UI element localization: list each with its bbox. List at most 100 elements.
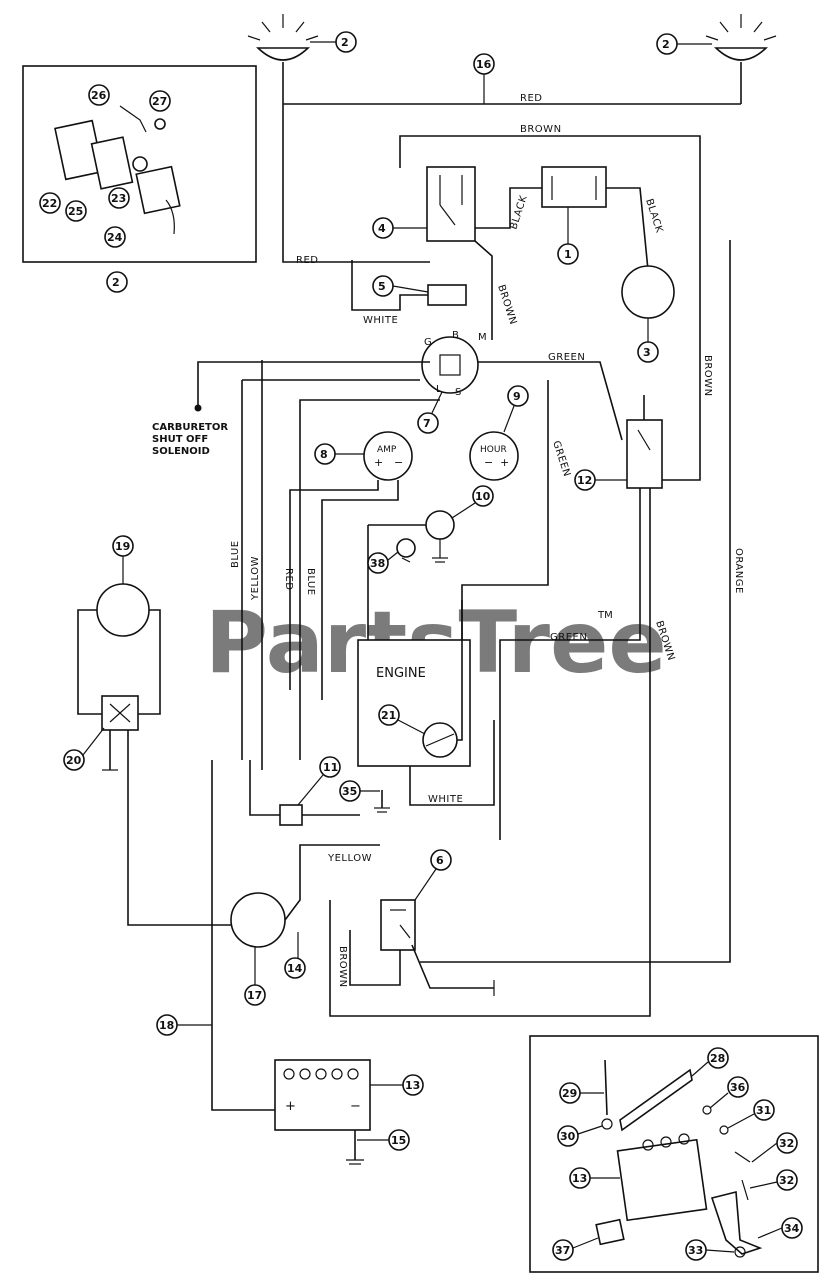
wire-rect-starter	[127, 730, 232, 926]
light-parts	[54, 105, 181, 235]
callout-2c: 2	[112, 276, 120, 289]
inset-light-assembly	[22, 65, 257, 263]
callout-7: 7	[423, 417, 431, 430]
lamp-38	[396, 538, 416, 558]
callout-28: 28	[710, 1052, 725, 1065]
ign-m: M	[478, 332, 487, 343]
callout-23: 23	[111, 192, 126, 205]
callout-18: 18	[159, 1019, 174, 1032]
wire-label-blue-low: BLUE	[305, 568, 316, 596]
callout-19: 19	[115, 540, 130, 553]
callout-37: 37	[555, 1244, 570, 1257]
carb-line1: CARBURETOR	[152, 422, 228, 433]
callout-34: 34	[784, 1222, 800, 1235]
callout-32b: 32	[779, 1174, 794, 1187]
callout-13b: 13	[572, 1172, 587, 1185]
callout-31: 31	[756, 1104, 771, 1117]
wire-label-brown-mid: BROWN	[495, 284, 518, 327]
inset-battery-assembly	[529, 1035, 819, 1273]
carb-line3: SOLENOID	[152, 446, 210, 457]
wire-label-green-low: GREEN	[550, 632, 587, 643]
wire-relay11	[249, 760, 280, 816]
callout-2b: 2	[662, 38, 670, 51]
wire-black-left	[475, 187, 542, 229]
callout-3: 3	[643, 346, 651, 359]
hour-minus: −	[484, 456, 493, 469]
callout-17: 17	[247, 989, 262, 1002]
wire-blue-low	[321, 480, 399, 700]
wire-label-blue: BLUE	[230, 540, 241, 568]
wire-brown-right	[662, 232, 701, 481]
wire-label-brown-bottom: BROWN	[337, 946, 348, 988]
callout-29: 29	[562, 1087, 577, 1100]
wire-18	[211, 760, 282, 1111]
callout-36: 36	[730, 1081, 746, 1094]
wire-19-left	[77, 609, 102, 715]
callout-14: 14	[287, 962, 303, 975]
wire-white-engine	[409, 720, 495, 806]
carb-solenoid-dot	[194, 404, 202, 412]
callout-11: 11	[323, 761, 338, 774]
wire-19-right	[138, 609, 161, 715]
headlight-right	[705, 14, 777, 104]
wire-label-yellow-bottom: YELLOW	[327, 853, 372, 864]
wire-sol-ground	[411, 944, 494, 989]
callout-22: 22	[42, 197, 57, 210]
switch-12	[626, 419, 663, 489]
callout-16: 16	[476, 58, 492, 71]
wire-engine-in	[457, 600, 463, 741]
hour-plus: +	[500, 456, 509, 469]
wire-ign-down	[299, 399, 440, 760]
battery-13	[274, 1059, 371, 1131]
wire-label-green-mid: GREEN	[550, 440, 572, 479]
headlight-left	[247, 14, 319, 190]
callout-4: 4	[378, 222, 386, 235]
amp-meter	[363, 431, 413, 481]
ign-g: G	[424, 337, 432, 348]
callout-32a: 32	[779, 1137, 794, 1150]
wire-brown-top	[399, 135, 701, 232]
carb-line2: SHUT OFF	[152, 434, 208, 445]
wire-brown-mid	[474, 240, 493, 340]
callout-8: 8	[320, 448, 328, 461]
callout-33: 33	[688, 1244, 703, 1257]
callout-27: 27	[152, 95, 167, 108]
wire-label-black-right: BLACK	[643, 198, 664, 235]
amp-label: AMP	[377, 445, 397, 455]
amp-plus: +	[374, 456, 383, 469]
callout-24: 24	[107, 231, 123, 244]
battery-parts	[595, 1059, 763, 1258]
relay-switch	[426, 166, 476, 242]
solenoid-6	[380, 899, 416, 951]
wire-red-low	[289, 480, 379, 690]
wire-black-right	[606, 187, 649, 271]
wire-green-low	[499, 488, 641, 840]
callout-20: 20	[66, 754, 82, 767]
wire-label-black-left: BLACK	[508, 194, 529, 231]
callout-25: 25	[68, 205, 83, 218]
wire-orange	[420, 240, 731, 963]
wire-label-brown-top: BROWN	[520, 124, 562, 135]
callout-35: 35	[342, 785, 357, 798]
amp-minus: −	[394, 456, 403, 469]
ignition-switch	[421, 336, 479, 394]
wire-label-white-key: WHITE	[363, 315, 398, 326]
connector-1	[541, 166, 607, 208]
callout-30: 30	[560, 1130, 576, 1143]
callout-12: 12	[577, 474, 592, 487]
wire-label-red-left: RED	[296, 255, 318, 266]
wire-red-left	[282, 190, 430, 263]
ign-l: L	[436, 384, 442, 395]
callout-26: 26	[91, 89, 107, 102]
callout-13: 13	[405, 1079, 420, 1092]
wire-label-green-upper: GREEN	[548, 352, 585, 363]
battery-plus: +	[285, 1099, 296, 1114]
ign-s: S	[455, 387, 462, 398]
wire-label-yellow: YELLOW	[250, 556, 261, 601]
battery-minus: −	[350, 1099, 361, 1114]
wire-white-key	[351, 260, 428, 311]
component-19	[96, 583, 150, 637]
callouts: 2 2 16 26 27 22 25 23 24 2 4 1 5 3 7 9 8…	[39, 31, 803, 1261]
wire-label-red-low: RED	[283, 568, 294, 590]
